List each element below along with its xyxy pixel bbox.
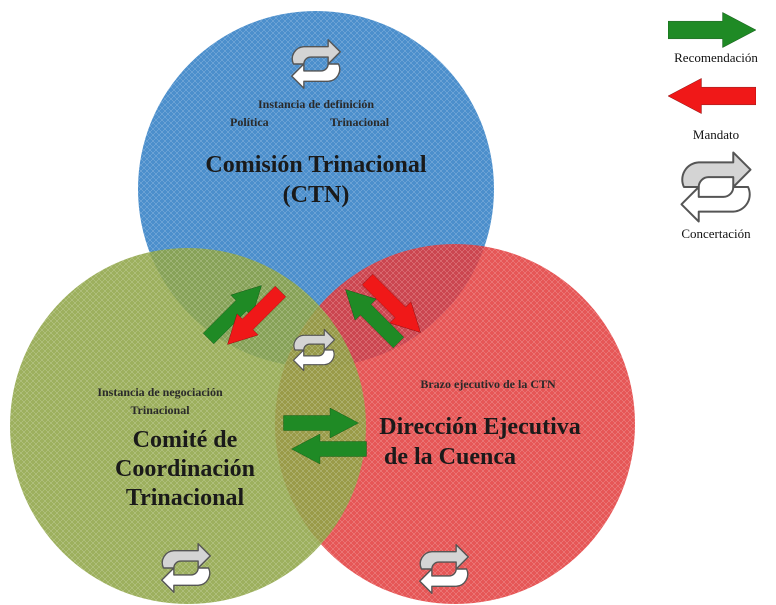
red-arrow-icon [668, 77, 756, 115]
ctn-title-line2: (CTN) [283, 182, 350, 208]
legend-concertation: Concertación [681, 226, 751, 241]
ctn-subtitle-line1: Instancia de definición [258, 97, 374, 111]
green-arrow-icon [668, 11, 756, 49]
committee-subtitle-line1: Instancia de negociación [97, 385, 223, 399]
legend: Recomendación Mandato Concertación [668, 11, 758, 241]
legend-mandate: Mandato [693, 127, 739, 142]
direction-title-line2: de la Cuenca [384, 444, 516, 470]
committee-title-line1: Comité de [133, 427, 238, 453]
ctn-subtitle-line2-left: Política [230, 115, 269, 129]
committee-title-line2: Coordinación [115, 456, 255, 482]
circle-direction [275, 244, 635, 604]
cycle-icon [680, 151, 752, 223]
committee-title-line3: Trinacional [126, 485, 245, 511]
ctn-title-line1: Comisión Trinacional [205, 152, 426, 178]
direction-title-line1: Dirección Ejecutiva [379, 414, 581, 440]
direction-subtitle: Brazo ejecutivo de la CTN [420, 377, 556, 391]
legend-recommendation: Recomendación [674, 50, 758, 65]
circle-committee [10, 248, 366, 604]
ctn-subtitle-line2-right: Trinacional [330, 115, 390, 129]
committee-subtitle-line2: Trinacional [130, 403, 190, 417]
